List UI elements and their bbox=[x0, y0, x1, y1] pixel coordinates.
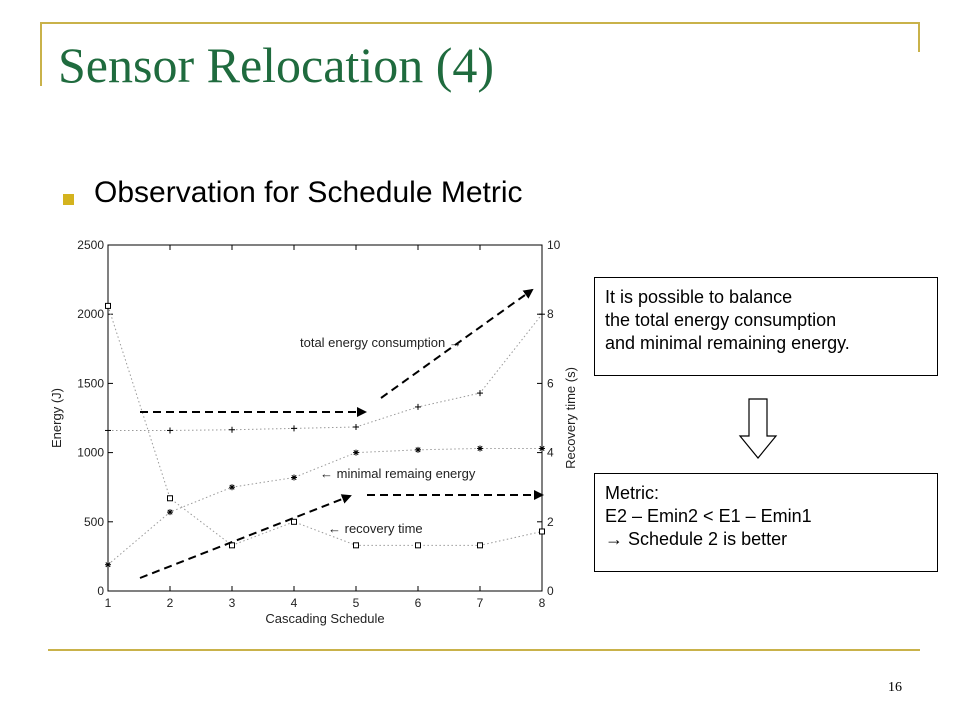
down-arrow-icon bbox=[738, 398, 778, 459]
x-axis-label: Cascading Schedule bbox=[265, 611, 384, 626]
y-right-tick-label: 10 bbox=[547, 238, 561, 252]
data-point bbox=[477, 390, 483, 397]
dashed-arrow bbox=[380, 288, 534, 399]
x-tick-label: 6 bbox=[415, 596, 422, 610]
callout-line: E2 – Emin2 < E1 – Emin1 bbox=[605, 506, 812, 526]
y-right-tick-label: 6 bbox=[547, 376, 554, 390]
y-right-tick-label: 4 bbox=[547, 446, 554, 460]
data-point bbox=[415, 403, 421, 410]
series-line bbox=[107, 447, 542, 566]
data-point bbox=[291, 474, 297, 481]
y-right-tick-label: 0 bbox=[547, 584, 554, 598]
callout-line: Metric: bbox=[605, 483, 659, 503]
data-point bbox=[539, 528, 545, 535]
page-number: 16 bbox=[888, 680, 902, 695]
callout-line: → Schedule 2 is better bbox=[605, 529, 788, 549]
data-point bbox=[353, 423, 359, 430]
y-left-tick-label: 0 bbox=[97, 584, 104, 598]
chart-annotation: total energy consumption → bbox=[300, 335, 462, 350]
data-point bbox=[167, 495, 173, 502]
slide-title: Sensor Relocation (4) bbox=[58, 37, 495, 93]
data-point bbox=[539, 311, 545, 318]
bottom-border-line bbox=[48, 649, 920, 651]
y-right-axis-label: Recovery time (s) bbox=[563, 367, 578, 469]
y-left-axis-label: Energy (J) bbox=[49, 388, 64, 448]
x-tick-label: 1 bbox=[105, 596, 112, 610]
x-tick-label: 2 bbox=[167, 596, 174, 610]
data-point bbox=[105, 561, 111, 568]
x-tick-label: 8 bbox=[539, 596, 546, 610]
callout-line: the total energy consumption bbox=[605, 310, 837, 330]
data-point bbox=[105, 302, 111, 309]
data-point bbox=[539, 445, 545, 452]
y-left-tick-label: 500 bbox=[84, 515, 104, 529]
right-border-line bbox=[918, 22, 920, 52]
callout-line: and minimal remaining energy. bbox=[605, 333, 850, 353]
y-left-tick-label: 2500 bbox=[77, 238, 104, 252]
data-point bbox=[415, 542, 421, 549]
data-point bbox=[353, 449, 359, 456]
chart-annotation: ← recovery time bbox=[328, 521, 423, 536]
callout-line: It is possible to balance bbox=[605, 287, 793, 307]
y-left-tick-label: 2000 bbox=[77, 307, 104, 321]
series-line bbox=[108, 313, 543, 431]
data-point bbox=[167, 427, 173, 434]
data-point bbox=[291, 425, 297, 432]
data-point bbox=[167, 509, 173, 516]
left-border-line bbox=[40, 22, 42, 86]
y-left-tick-label: 1000 bbox=[77, 446, 104, 460]
data-point bbox=[477, 445, 483, 452]
data-point bbox=[477, 542, 483, 549]
chart-annotation: ← minimal remaing energy bbox=[320, 466, 476, 481]
plot-frame bbox=[107, 244, 543, 592]
data-point bbox=[105, 427, 111, 434]
bullet-square-icon bbox=[63, 194, 74, 205]
x-tick-label: 7 bbox=[477, 596, 484, 610]
y-right-tick-label: 2 bbox=[547, 515, 554, 529]
data-point bbox=[229, 484, 235, 491]
data-point bbox=[415, 446, 421, 453]
x-tick-label: 3 bbox=[229, 596, 236, 610]
dashed-arrow bbox=[139, 494, 352, 579]
top-border-line bbox=[40, 22, 920, 24]
x-tick-label: 5 bbox=[353, 596, 360, 610]
metric-callout-box: Metric: E2 – Emin2 < E1 – Emin1 → Schedu… bbox=[594, 473, 938, 572]
bullet-text: Observation for Schedule Metric bbox=[94, 176, 523, 209]
data-point bbox=[291, 518, 297, 525]
y-left-tick-label: 1500 bbox=[77, 376, 104, 390]
y-right-tick-label: 8 bbox=[547, 307, 554, 321]
x-tick-label: 4 bbox=[291, 596, 298, 610]
balance-callout-box: It is possible to balance the total ener… bbox=[594, 277, 938, 376]
data-point bbox=[229, 426, 235, 433]
data-point bbox=[353, 542, 359, 549]
